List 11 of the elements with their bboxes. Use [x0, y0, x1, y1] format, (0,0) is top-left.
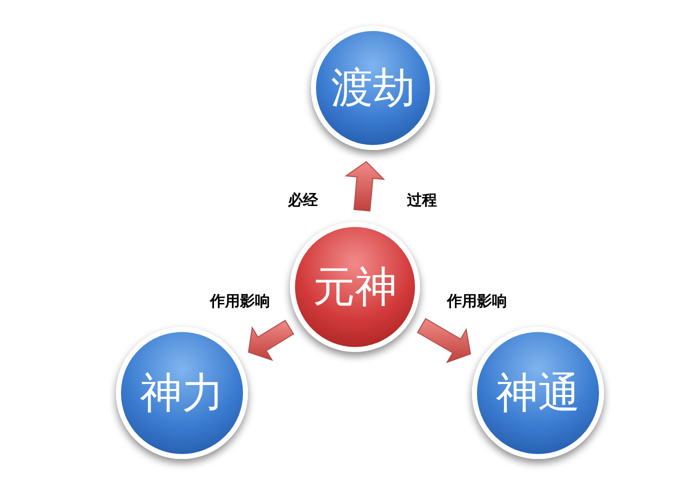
arrow-label: 必经 — [288, 190, 318, 211]
edge-label: 作用影响 — [447, 290, 507, 312]
node-label: 神通 — [496, 372, 580, 414]
block-arrow — [344, 161, 386, 212]
arrow-label: 过程 — [407, 190, 437, 211]
edge-label: 作用影响 — [210, 290, 270, 312]
block-arrow — [416, 318, 472, 364]
block-arrow — [248, 320, 294, 362]
node-label: 渡劫 — [331, 67, 415, 109]
node-label: 元神 — [313, 266, 397, 308]
node-label: 神力 — [140, 372, 224, 414]
